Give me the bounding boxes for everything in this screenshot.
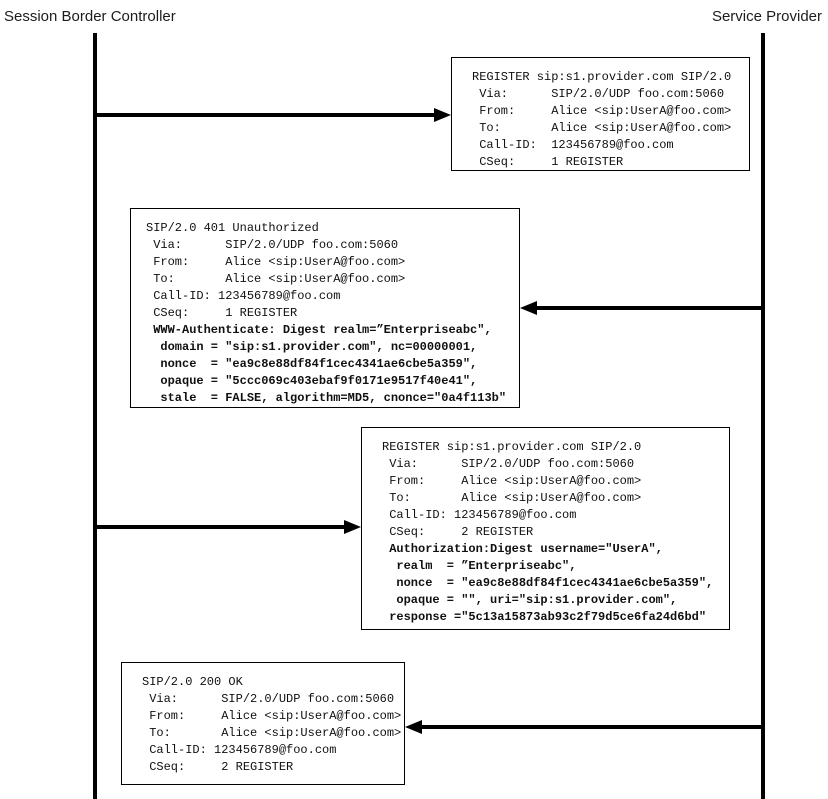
sip-line: SIP/2.0 200 OK xyxy=(142,675,243,689)
sip-line: Via: SIP/2.0/UDP foo.com:5060 xyxy=(472,87,725,101)
sip-line: REGISTER sip:s1.provider.com SIP/2.0 xyxy=(472,70,732,84)
sip-line: Authorization:Digest username="UserA", xyxy=(382,542,663,556)
sip-line: Via: SIP/2.0/UDP foo.com:5060 xyxy=(142,692,395,706)
sip-line: realm = ”Enterpriseabc", xyxy=(382,559,577,573)
sip-line: From: Alice <sip:UserA@foo.com> xyxy=(382,474,642,488)
sip-line: stale = FALSE, algorithm=MD5, cnonce="0a… xyxy=(146,391,507,405)
sip-line: nonce = "ea9c8e88df84f1cec4341ae6cbe5a35… xyxy=(146,357,478,371)
sip-line: To: Alice <sip:UserA@foo.com> xyxy=(146,272,406,286)
sip-line: Call-ID: 123456789@foo.com xyxy=(382,508,577,522)
sip-line: REGISTER sip:s1.provider.com SIP/2.0 xyxy=(382,440,642,454)
sip-line: From: Alice <sip:UserA@foo.com> xyxy=(142,709,402,723)
arrow-register-1 xyxy=(95,108,451,122)
sip-line: Via: SIP/2.0/UDP foo.com:5060 xyxy=(146,238,399,252)
sip-message-text: SIP/2.0 401 Unauthorized Via: SIP/2.0/UD… xyxy=(131,209,519,407)
sip-line: From: Alice <sip:UserA@foo.com> xyxy=(146,255,406,269)
sip-line: response ="5c13a15873ab93c2f79d5ce6fa24d… xyxy=(382,610,707,624)
sip-line: CSeq: 2 REGISTER xyxy=(142,760,294,774)
arrowhead-right-icon xyxy=(434,108,451,122)
sip-message-text: REGISTER sip:s1.provider.com SIP/2.0 Via… xyxy=(362,428,729,626)
arrow-register-2 xyxy=(95,520,361,534)
sip-line: nonce = "ea9c8e88df84f1cec4341ae6cbe5a35… xyxy=(382,576,714,590)
arrowhead-left-icon xyxy=(520,301,537,315)
arrowhead-left-icon xyxy=(405,720,422,734)
sip-line: opaque = "5ccc069c403ebaf9f0171e9517f40e… xyxy=(146,374,478,388)
arrow-200-ok xyxy=(405,720,763,734)
sip-line: Call-ID: 123456789@foo.com xyxy=(472,138,674,152)
sip-line: Via: SIP/2.0/UDP foo.com:5060 xyxy=(382,457,635,471)
sip-line: SIP/2.0 401 Unauthorized xyxy=(146,221,319,235)
lifeline-session-border-controller xyxy=(93,33,97,799)
sip-line: domain = "sip:s1.provider.com", nc=00000… xyxy=(146,340,478,354)
lifeline-service-provider xyxy=(761,33,765,799)
arrow-shaft xyxy=(418,725,763,729)
actor-label-service-provider: Service Provider xyxy=(711,8,822,25)
sip-line: CSeq: 1 REGISTER xyxy=(146,306,298,320)
sip-line: Call-ID: 123456789@foo.com xyxy=(146,289,341,303)
sip-message-text: REGISTER sip:s1.provider.com SIP/2.0 Via… xyxy=(452,58,749,171)
sip-line: opaque = "", uri="sip:s1.provider.com", xyxy=(382,593,678,607)
sip-line: CSeq: 2 REGISTER xyxy=(382,525,534,539)
arrow-shaft xyxy=(95,113,438,117)
arrow-shaft xyxy=(533,306,763,310)
sip-line: Call-ID: 123456789@foo.com xyxy=(142,743,337,757)
message-box-register-2: REGISTER sip:s1.provider.com SIP/2.0 Via… xyxy=(361,427,730,630)
message-box-200-ok: SIP/2.0 200 OK Via: SIP/2.0/UDP foo.com:… xyxy=(121,662,405,785)
sip-line: From: Alice <sip:UserA@foo.com> xyxy=(472,104,732,118)
sip-line: To: Alice <sip:UserA@foo.com> xyxy=(472,121,732,135)
sip-line: To: Alice <sip:UserA@foo.com> xyxy=(142,726,402,740)
message-box-register-1: REGISTER sip:s1.provider.com SIP/2.0 Via… xyxy=(451,57,750,171)
arrowhead-right-icon xyxy=(344,520,361,534)
sip-line: CSeq: 1 REGISTER xyxy=(472,155,624,169)
actor-label-session-border-controller: Session Border Controller xyxy=(4,8,176,25)
sip-line: To: Alice <sip:UserA@foo.com> xyxy=(382,491,642,505)
arrow-401-unauthorized xyxy=(520,301,763,315)
arrow-shaft xyxy=(95,525,348,529)
sip-message-text: SIP/2.0 200 OK Via: SIP/2.0/UDP foo.com:… xyxy=(122,663,404,776)
message-box-401-unauthorized: SIP/2.0 401 Unauthorized Via: SIP/2.0/UD… xyxy=(130,208,520,408)
sip-line: WWW-Authenticate: Digest realm=”Enterpri… xyxy=(146,323,492,337)
